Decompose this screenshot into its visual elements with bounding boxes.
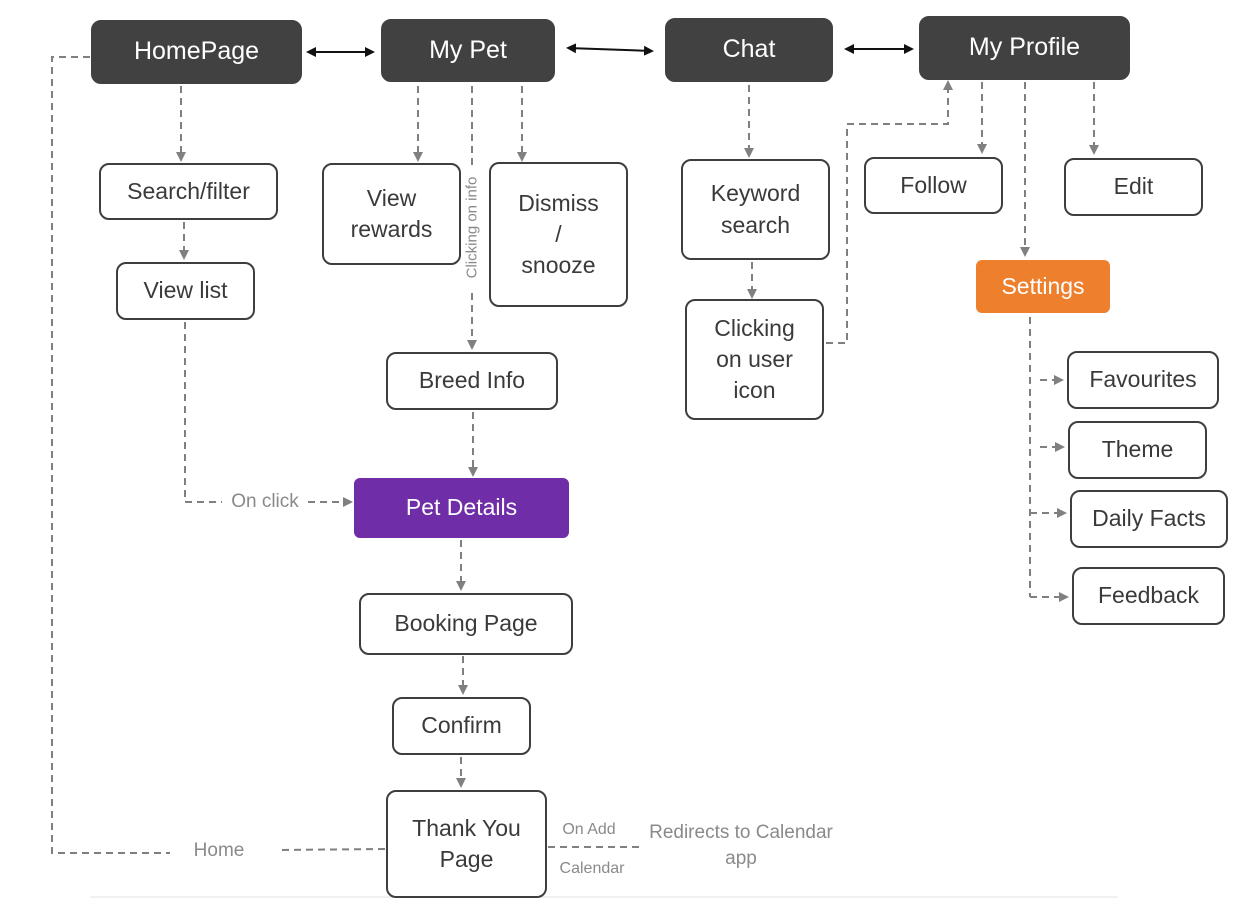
booking-page-node[interactable]: Booking Page — [359, 593, 573, 655]
homepage-node[interactable]: HomePage — [91, 20, 302, 84]
calendar-label: Calendar — [559, 860, 625, 877]
pet-details-node[interactable]: Pet Details — [354, 478, 569, 538]
on-add-label: On Add — [562, 821, 616, 838]
favourites-node[interactable]: Favourites — [1067, 351, 1219, 409]
on-click-label: On click — [231, 491, 299, 512]
follow-node[interactable]: Follow — [864, 157, 1003, 214]
clicking-user-icon-node[interactable]: Clicking on user icon — [685, 299, 824, 420]
settings-node[interactable]: Settings — [976, 260, 1110, 313]
edit-node[interactable]: Edit — [1064, 158, 1203, 216]
view-rewards-node[interactable]: View rewards — [322, 163, 461, 265]
thank-you-page-node[interactable]: Thank You Page — [386, 790, 547, 898]
edge-thankyou-home — [277, 848, 386, 851]
chat-node[interactable]: Chat — [665, 18, 833, 82]
home-label: Home — [193, 840, 245, 861]
keyword-search-node[interactable]: Keyword search — [681, 159, 830, 260]
edge-home-return — [51, 56, 170, 854]
feedback-node[interactable]: Feedback — [1072, 567, 1225, 625]
dismiss-snooze-node[interactable]: Dismiss / snooze — [489, 162, 628, 307]
search-filter-node[interactable]: Search/filter — [99, 163, 278, 220]
confirm-node[interactable]: Confirm — [392, 697, 531, 755]
daily-facts-node[interactable]: Daily Facts — [1070, 490, 1228, 548]
clicking-on-info-label: Clicking on info — [463, 176, 481, 279]
breed-info-node[interactable]: Breed Info — [386, 352, 558, 410]
my-profile-node[interactable]: My Profile — [919, 16, 1130, 80]
edge-usericon-profile — [826, 80, 953, 344]
theme-node[interactable]: Theme — [1068, 421, 1207, 479]
edge-list-petdetails — [184, 322, 222, 503]
redirects-label: Redirects to Calendar app — [649, 822, 833, 869]
view-list-node[interactable]: View list — [116, 262, 255, 320]
my-pet-node[interactable]: My Pet — [381, 19, 555, 82]
nav-arrow-pet-chat — [566, 43, 654, 56]
